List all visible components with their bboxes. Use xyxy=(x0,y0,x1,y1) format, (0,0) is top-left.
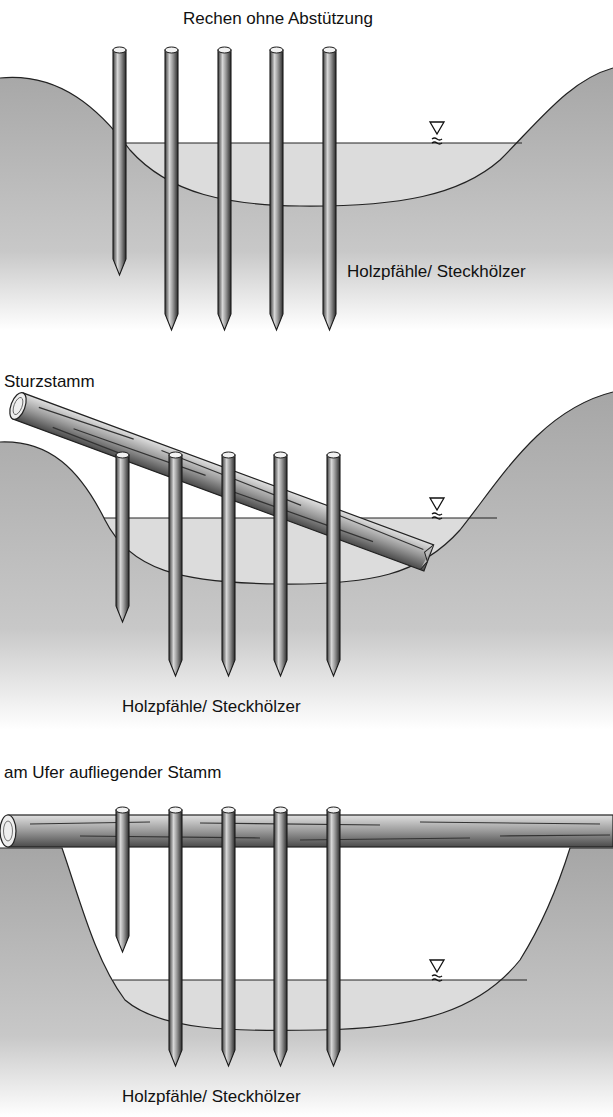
panel-fallen-trunk xyxy=(0,390,613,730)
wooden-piles xyxy=(116,452,340,676)
part-label: Holzpfähle/ Steckhölzer xyxy=(122,697,301,717)
part-label: Holzpfähle/ Steckhölzer xyxy=(347,262,526,282)
panel-title: Sturzstamm xyxy=(4,372,95,392)
panel-title: am Ufer aufliegender Stamm xyxy=(4,763,221,783)
wooden-piles xyxy=(113,47,336,330)
water-level-symbols xyxy=(430,122,444,981)
panel-bank-trunk xyxy=(0,807,613,1117)
part-label: Holzpfähle/ Steckhölzer xyxy=(122,1087,301,1107)
panel-title: Rechen ohne Abstützung xyxy=(183,9,373,29)
panel-rake xyxy=(0,47,613,330)
wooden-piles xyxy=(116,807,340,1066)
